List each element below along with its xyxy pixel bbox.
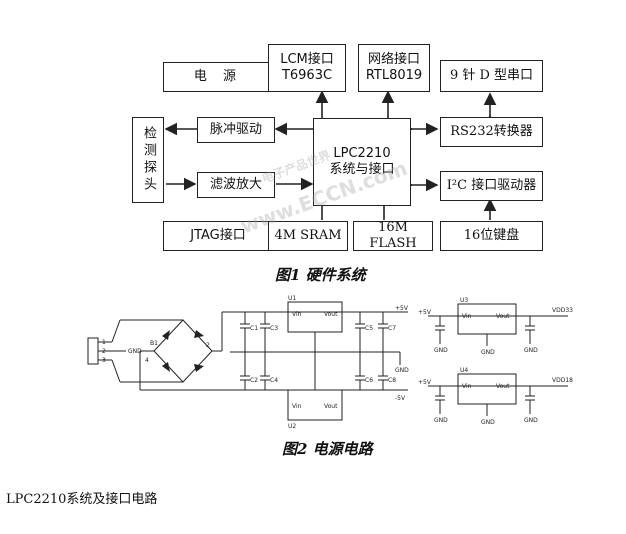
- label-c7: C7: [388, 325, 396, 332]
- diode-4: [194, 364, 204, 372]
- label-u3-gnd-left: GND: [434, 347, 448, 354]
- label-vdd33: VDD33: [552, 307, 573, 314]
- label-c8: C8: [388, 377, 396, 384]
- label-u4-vin: Vin: [462, 383, 472, 390]
- label-u2-vout: Vout: [324, 403, 338, 410]
- label-m5v: -5V: [395, 395, 406, 402]
- fig2-caption: 图2 电源电路: [282, 440, 373, 458]
- block-probe: 检测探头: [132, 117, 164, 203]
- figure-2-schematic: 1 2 3 GND B1 4 2 U1 Vin Vout U2 Vin Vout…: [87, 295, 573, 430]
- block-serial-9pin: 9 针 D 型串口: [440, 60, 543, 92]
- label-u4-vout: Vout: [496, 383, 510, 390]
- label-c2: C2: [250, 377, 258, 384]
- label-c1: C1: [250, 325, 258, 332]
- diode-2: [194, 330, 204, 338]
- diode-1: [162, 330, 170, 340]
- label-u3: U3: [460, 297, 468, 304]
- fig1-caption: 图1 硬件系统: [275, 266, 366, 284]
- label-u1: U1: [288, 295, 296, 302]
- label-u1-vin: Vin: [292, 311, 302, 318]
- label-b1: B1: [150, 340, 158, 347]
- block-flash: 16M FLASH: [353, 220, 433, 251]
- body-paragraph: LPC2210系统及接口电路: [6, 492, 158, 507]
- block-keyboard: 16位键盘: [440, 221, 543, 251]
- fig1-connections: [164, 90, 497, 220]
- block-sram: 4M SRAM: [268, 221, 348, 251]
- label-gnd-in: GND: [128, 348, 142, 355]
- label-u2-vin: Vin: [292, 403, 302, 410]
- label-u3-gnd-right: GND: [524, 347, 538, 354]
- label-u4-gnd-left: GND: [434, 417, 448, 424]
- block-jtag: JTAG接口: [163, 221, 273, 251]
- label-c4: C4: [270, 377, 278, 384]
- label-vdd18: VDD18: [552, 377, 573, 384]
- block-rs232: RS232转换器: [440, 117, 543, 147]
- label-u4: U4: [460, 367, 468, 374]
- block-network: 网络接口 RTL8019: [358, 44, 430, 92]
- label-n3: 3: [102, 357, 106, 364]
- block-lcm: LCM接口 T6963C: [268, 44, 346, 92]
- diode-3: [162, 362, 170, 372]
- label-c3: C3: [270, 325, 278, 332]
- block-cpu: LPC2210 系统与接口: [313, 118, 411, 206]
- label-u4-in: +5V: [418, 379, 432, 386]
- label-u3-vout: Vout: [496, 313, 510, 320]
- label-c5: C5: [365, 325, 373, 332]
- label-u2: U2: [288, 423, 296, 430]
- label-c6: C6: [365, 377, 373, 384]
- block-i2c-driver: I²C 接口驱动器: [440, 171, 543, 201]
- label-gnd-mid: GND: [395, 367, 409, 374]
- label-bridge-n4: 4: [145, 357, 149, 364]
- block-pulse-drive: 脉冲驱动: [197, 117, 275, 143]
- probe-label: 检测探头: [141, 126, 156, 194]
- label-u1-vout: Vout: [324, 311, 338, 318]
- label-u3-vin: Vin: [462, 313, 472, 320]
- label-p5v: +5V: [395, 305, 409, 312]
- bridge-b1: [153, 319, 213, 383]
- label-u3-gnd-mid: GND: [481, 349, 495, 356]
- block-filter-amp: 滤波放大: [197, 172, 275, 198]
- block-power: 电 源: [163, 62, 273, 92]
- label-n2: 2: [102, 348, 106, 355]
- label-u3-in: +5V: [418, 309, 432, 316]
- label-bridge-n2: 2: [206, 342, 210, 349]
- label-n1: 1: [102, 339, 106, 346]
- connector-j1: [87, 337, 99, 365]
- label-u4-gnd-mid: GND: [481, 419, 495, 426]
- label-u4-gnd-right: GND: [524, 417, 538, 424]
